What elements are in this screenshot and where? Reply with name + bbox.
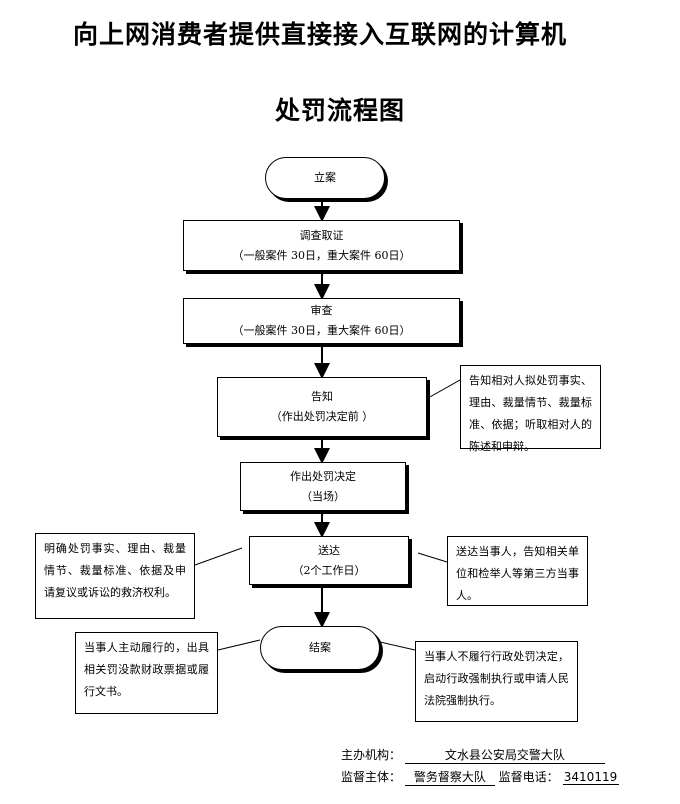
callout-line-notify	[427, 379, 461, 399]
footer-supervisor-value: 警务督察大队	[404, 768, 495, 786]
flow-node-deliver-detail: （2个工作日）	[292, 563, 366, 577]
page-title: 向上网消费者提供直接接入互联网的计算机	[72, 20, 567, 49]
note-notify: 告知相对人拟处罚事实、理由、裁量情节、裁量标准、依据；听取相对人的陈述和申辩。	[460, 365, 601, 453]
callout-line-deliver-right	[417, 552, 448, 563]
flow-node-notify-detail: （作出处罚决定前 ）	[270, 410, 374, 423]
flow-node-decide-label: 作出处罚决定	[290, 469, 356, 483]
flow-node-investigate-label: 调查取证	[299, 228, 344, 242]
callout-line-close-right	[379, 641, 416, 651]
flow-node-decide-detail: （当场）	[301, 489, 345, 503]
flow-node-close-label: 结案	[309, 641, 331, 654]
callout-line-deliver-left	[194, 547, 243, 566]
flow-node-decide: 作出处罚决定 （当场）	[240, 462, 406, 511]
flow-node-review-detail: （一般案件 30日，重大案件 60日）	[232, 324, 411, 337]
flow-node-filing: 立案	[265, 157, 385, 199]
note-deliver-right: 送达当事人，告知相关单位和检举人等第三方当事人。	[447, 536, 588, 606]
flow-node-investigate: 调查取证 （一般案件 30日，重大案件 60日）	[183, 220, 460, 271]
note-deliver-left: 明确处罚事实、理由、裁量情节、裁量标准、依据及申请复议或诉讼的救济权利。	[35, 533, 195, 619]
note-close-left: 当事人主动履行的，出具相关罚没款财政票据或履行文书。	[75, 632, 218, 714]
callout-line-close-left	[217, 639, 261, 651]
flow-node-review-label: 审查	[310, 304, 333, 317]
flow-node-notify-label: 告知	[311, 390, 333, 403]
flow-node-review: 审查 （一般案件 30日，重大案件 60日）	[183, 298, 460, 344]
flow-node-notify: 告知 （作出处罚决定前 ）	[217, 377, 427, 437]
flow-node-deliver: 送达 （2个工作日）	[249, 536, 409, 585]
footer-organizer: 主办机构： 文水县公安局交警大队	[341, 746, 605, 764]
footer-supervisor-label: 监督主体：	[341, 770, 402, 784]
footer-phone-value: 3410119	[562, 770, 619, 785]
note-close-right: 当事人不履行行政处罚决定，启动行政强制执行或申请人民法院强制执行。	[415, 641, 578, 722]
footer-organizer-label: 主办机构：	[341, 748, 402, 762]
footer-supervision: 监督主体： 警务督察大队 监督电话： 3410119	[341, 768, 619, 786]
flow-node-deliver-label: 送达	[318, 543, 340, 557]
footer-phone-label: 监督电话：	[498, 770, 559, 784]
flow-node-close: 结案	[260, 626, 380, 670]
flow-node-filing-label: 立案	[314, 171, 336, 184]
page-subtitle: 处罚流程图	[274, 96, 405, 125]
footer-organizer-value: 文水县公安局交警大队	[404, 746, 605, 764]
flow-node-investigate-detail: （一般案件 30日，重大案件 60日）	[232, 248, 411, 262]
